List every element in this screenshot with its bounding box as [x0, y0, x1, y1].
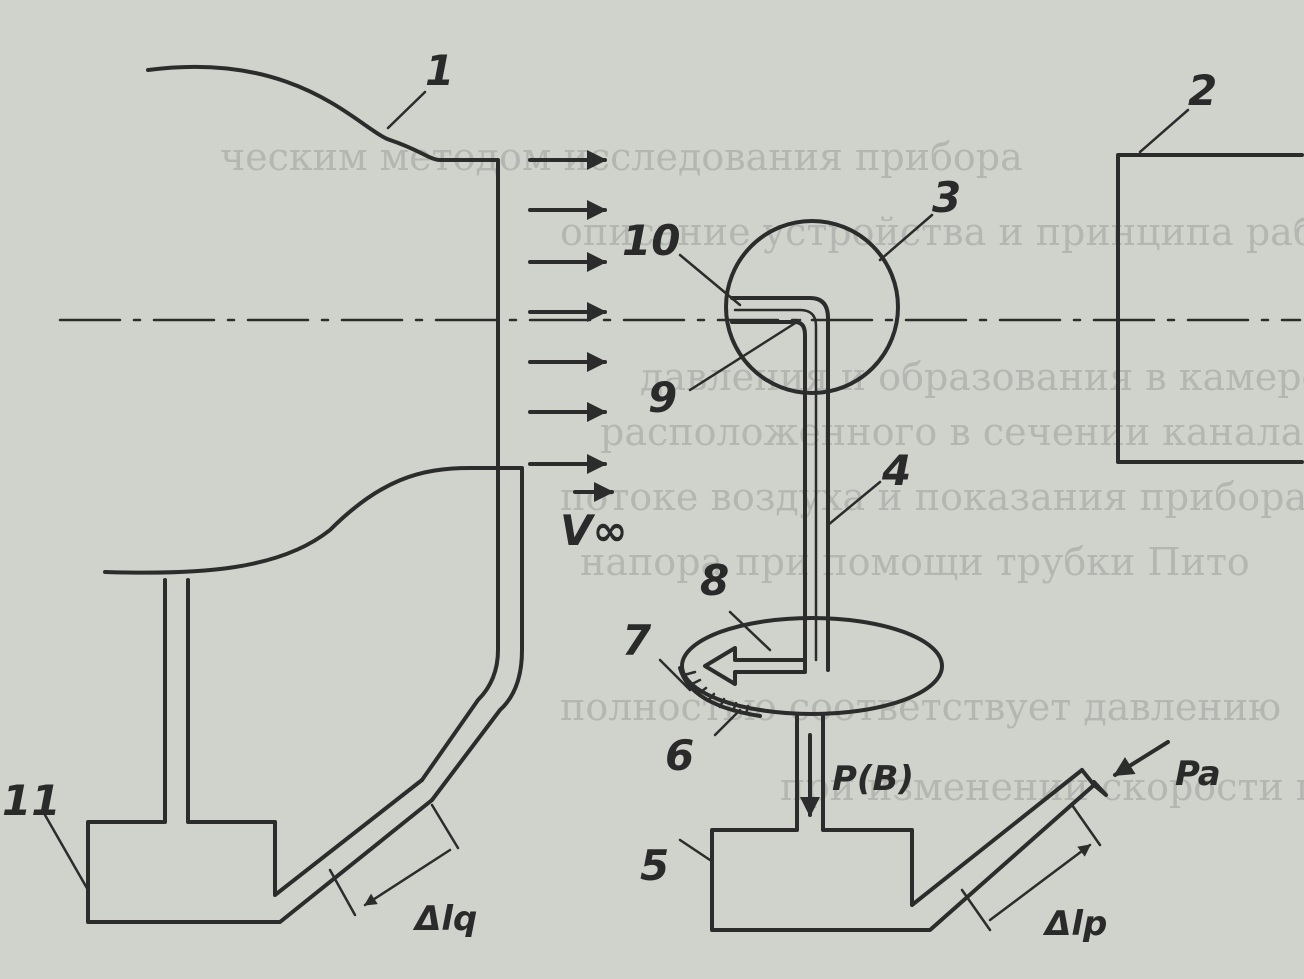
pitot-head: [724, 219, 900, 395]
bg-line: напора при помощи трубки Пито: [580, 540, 1250, 584]
leader-8: [728, 610, 772, 652]
bg-line: расположенного в сечении канала: [600, 410, 1303, 454]
bg-line: потоке воздуха и показания прибора: [560, 475, 1304, 519]
lower-manometer: [710, 712, 1170, 932]
diffuser: [1116, 153, 1304, 464]
bg-line: давления и образования в камере: [640, 355, 1304, 399]
label-delta-lq: Δlq: [412, 899, 477, 939]
label-10: 10: [622, 216, 680, 265]
label-delta-lp: Δlp: [1042, 904, 1107, 944]
delta-lq-arrow: [363, 848, 452, 907]
flow-arrows: [528, 150, 607, 474]
leader-9: [688, 318, 802, 392]
delta-lp-arrow: [988, 843, 1092, 922]
left-manometer: [86, 578, 460, 924]
label-4: 4: [881, 446, 911, 495]
leader-10: [678, 253, 742, 307]
leader-2: [1138, 108, 1190, 154]
label-3: 3: [932, 173, 961, 222]
label-5: 5: [640, 841, 669, 890]
leader-6: [713, 708, 742, 737]
label-p-a: Pa: [1175, 754, 1221, 794]
ambient-pressure-arrow: [1113, 740, 1170, 777]
leader-3: [878, 213, 934, 262]
leader-1: [386, 90, 427, 130]
label-1: 1: [425, 46, 454, 95]
label-6: 6: [665, 731, 694, 780]
label-9: 9: [648, 373, 677, 422]
leader-7: [658, 658, 692, 692]
label-11: 11: [2, 776, 60, 825]
label-8: 8: [700, 556, 729, 605]
label-2: 2: [1188, 66, 1217, 115]
nozzle: [103, 64, 524, 802]
bg-line: ческим методом исследования прибора: [220, 135, 1023, 179]
label-p-b: P(B): [832, 759, 914, 799]
leader-lines: [43, 90, 1190, 892]
label-v-inf: V∞: [560, 506, 628, 555]
leader-4: [826, 480, 882, 527]
label-7: 7: [622, 616, 652, 665]
leader-5: [678, 838, 712, 862]
measuring-disk: [678, 616, 944, 718]
bg-line: описание устройства и принципа работы: [560, 210, 1304, 254]
leader-11: [43, 813, 90, 892]
